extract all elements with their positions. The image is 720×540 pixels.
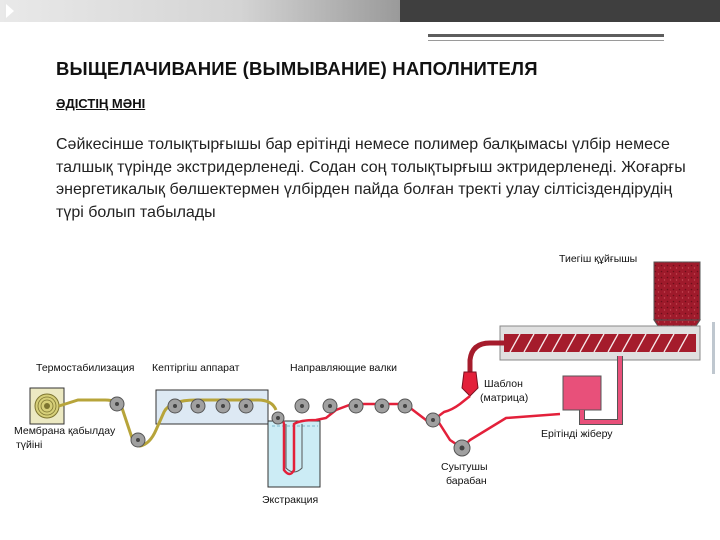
- roller: [348, 398, 364, 414]
- roller: [130, 432, 146, 448]
- label-cooling-drum: Суытушы: [441, 461, 488, 473]
- die-nozzle: [461, 371, 479, 397]
- roller: [374, 398, 390, 414]
- roller: [294, 398, 310, 414]
- extruder-barrel: [499, 325, 701, 361]
- roller: [190, 398, 206, 414]
- label-solution-feed: Ерітінді жіберу: [541, 428, 613, 440]
- roller: [167, 398, 183, 414]
- label-thermostabilization: Термостабилизация: [36, 362, 134, 374]
- label-die-sub: (матрица): [480, 392, 528, 404]
- label-membrane: Мембрана қабылдау: [14, 425, 116, 437]
- label-guide-rollers: Направляющие валки: [290, 362, 397, 374]
- section-subtitle: ӘДІСТІҢ МӘНІ: [56, 96, 146, 111]
- page-title: ВЫЩЕЛАЧИВАНИЕ (ВЫМЫВАНИЕ) НАПОЛНИТЕЛЯ: [56, 58, 538, 79]
- label-die: Шаблон: [484, 378, 523, 390]
- label-extraction: Экстракция: [262, 494, 318, 506]
- body-paragraph: Сәйкесінше толықтырғышы бар ерітінді нем…: [56, 136, 686, 221]
- top-bar: [0, 0, 720, 22]
- roller: [322, 398, 338, 414]
- roller: [215, 398, 231, 414]
- cooling-drum: [453, 439, 471, 457]
- melt-pipe: [467, 340, 504, 372]
- roller: [271, 411, 285, 425]
- scrollbar-handle[interactable]: [712, 322, 715, 374]
- decorative-rule: [428, 34, 664, 37]
- roller: [109, 396, 125, 412]
- decorative-rule-thin: [428, 40, 664, 41]
- roller: [238, 398, 254, 414]
- roller: [425, 412, 441, 428]
- label-cooling-drum-sub: барабан: [446, 475, 487, 487]
- membrane-take-up-reel: [29, 387, 65, 425]
- film-path-red: [275, 395, 471, 476]
- roller: [397, 398, 413, 414]
- chevron-right-icon: [6, 4, 14, 18]
- solution-feed-tank: [562, 356, 623, 425]
- label-feed-hopper: Тиегіш құйғышы: [559, 253, 637, 265]
- label-drying-unit: Кептіргіш аппарат: [152, 362, 240, 374]
- top-bar-highlight: [0, 0, 400, 22]
- label-membrane-sub: түйіні: [16, 439, 42, 451]
